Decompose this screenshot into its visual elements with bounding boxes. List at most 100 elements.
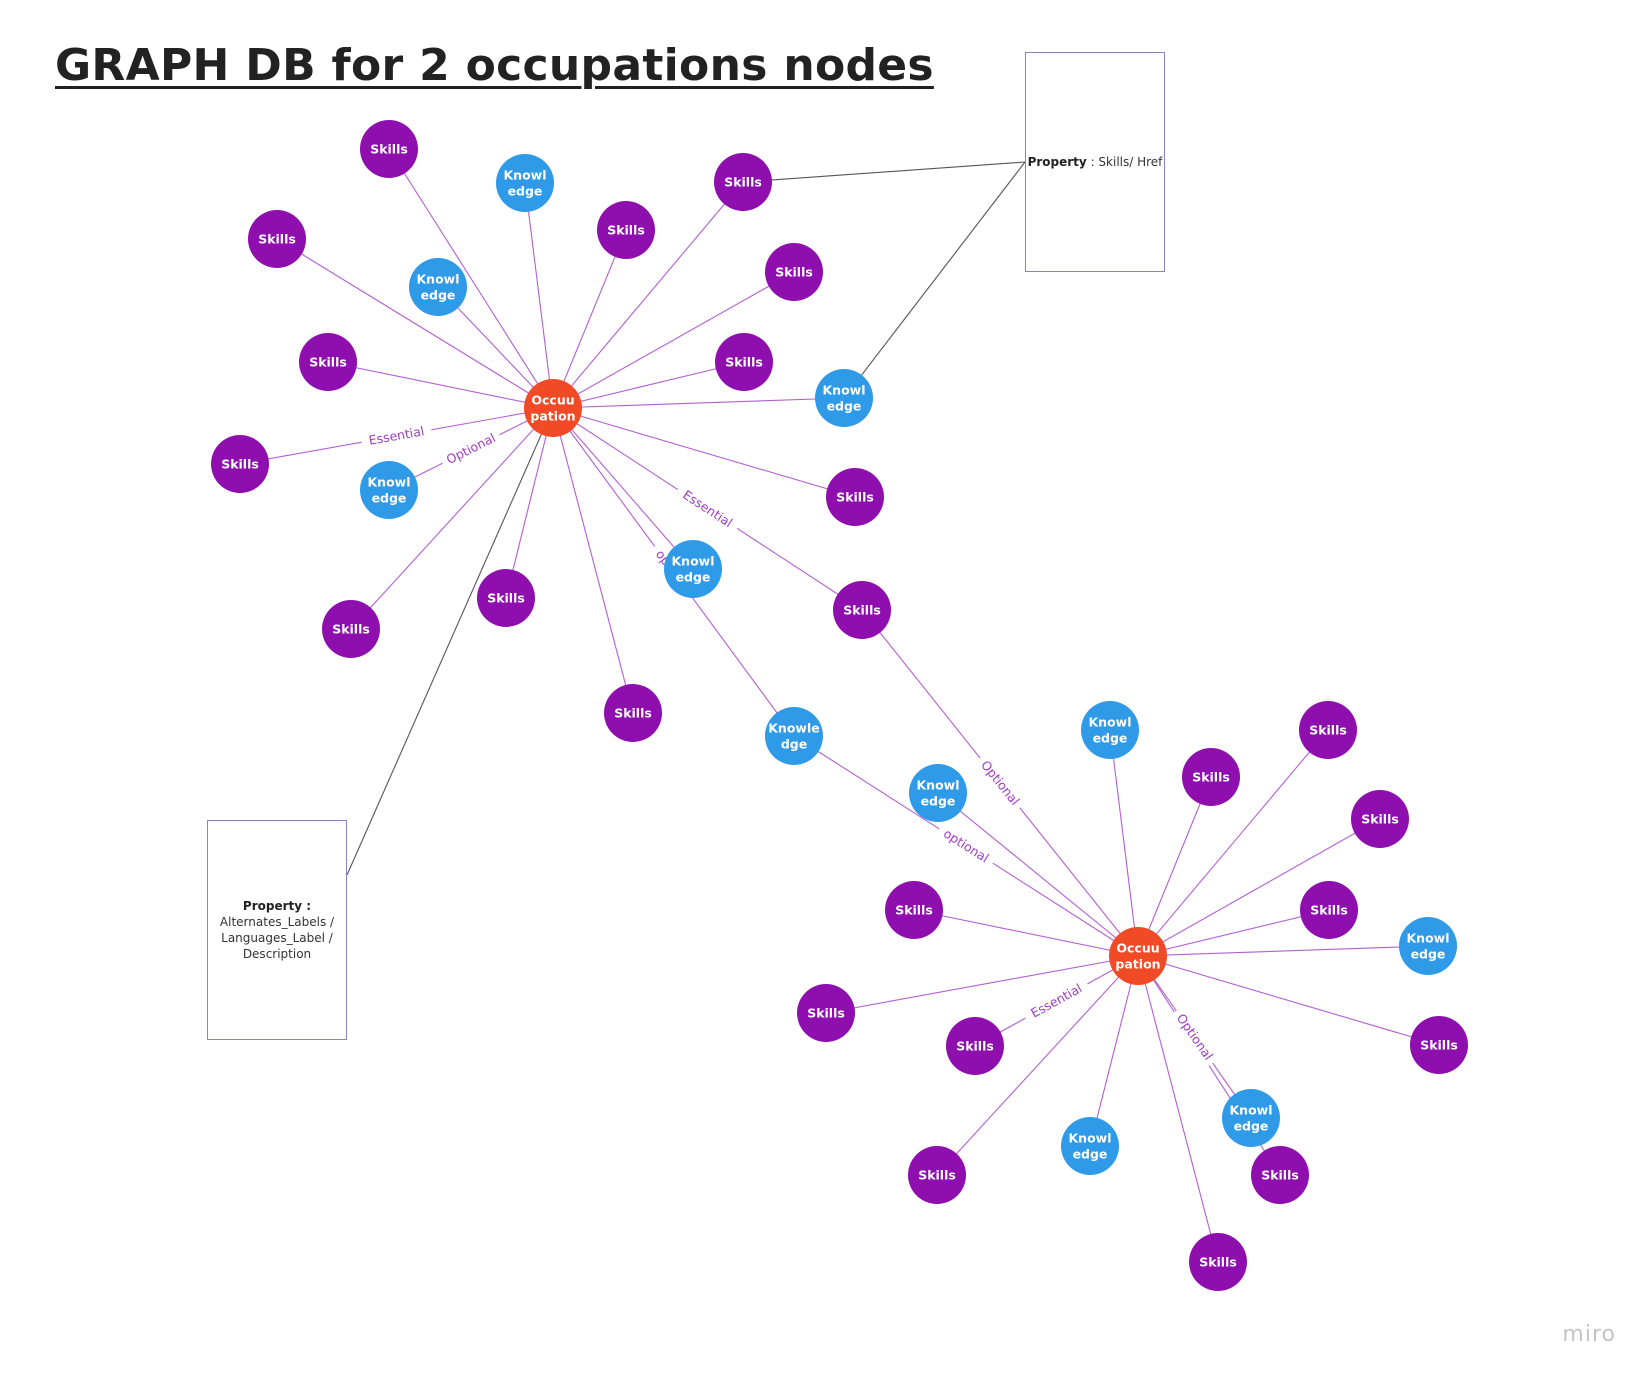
knowledge-node-label: edge xyxy=(676,570,711,585)
edge-occ2-s23[interactable] xyxy=(1137,955,1219,1263)
skills-node[interactable]: Skills xyxy=(1300,881,1358,939)
skills-node[interactable]: Skills xyxy=(908,1146,966,1204)
property-connector-labels[interactable] xyxy=(346,407,554,876)
skills-node[interactable]: Skills xyxy=(322,600,380,658)
occupation-node-circle xyxy=(524,379,582,437)
knowledge-node-label: Knowl xyxy=(367,475,410,490)
edge-occ2-s22[interactable] xyxy=(936,955,1139,1176)
edge-occ2-k7[interactable] xyxy=(1109,729,1139,957)
edge-occ2-s16[interactable] xyxy=(1137,776,1212,957)
occupation-node-circle xyxy=(1109,927,1167,985)
skills-node[interactable]: Skills xyxy=(477,569,535,627)
property-box-href-label: Property xyxy=(1027,155,1087,169)
skills-node[interactable]: Skills xyxy=(1351,790,1409,848)
knowledge-node-circle xyxy=(815,369,873,427)
skills-node[interactable]: Skills xyxy=(1299,701,1357,759)
edge-occ2-s15[interactable] xyxy=(825,955,1139,1014)
skills-node[interactable]: Skills xyxy=(211,435,269,493)
skills-node-label: Skills xyxy=(775,265,813,280)
property-box-labels[interactable]: Property : Alternates_Labels / Languages… xyxy=(207,820,347,1040)
skills-node-circle xyxy=(1410,1016,1468,1074)
skills-node[interactable]: Skills xyxy=(597,201,655,259)
edge-occ1-s3[interactable] xyxy=(552,181,744,409)
edge-occ1-k1[interactable] xyxy=(524,182,554,409)
skills-node-circle xyxy=(1351,790,1409,848)
skills-node[interactable]: Skills xyxy=(604,684,662,742)
edge-label: Essential xyxy=(1028,980,1084,1020)
skills-node-circle xyxy=(885,881,943,939)
edge-occ2-k6[interactable] xyxy=(937,792,1139,957)
skills-node[interactable]: Skills xyxy=(360,120,418,178)
knowledge-node-circle xyxy=(1399,917,1457,975)
edge-occ1-s2[interactable] xyxy=(276,238,554,409)
skills-node[interactable]: Skills xyxy=(1251,1146,1309,1204)
knowledge-node-circle xyxy=(1222,1089,1280,1147)
skills-node[interactable]: Skills xyxy=(299,333,357,391)
property-connector-href[interactable] xyxy=(843,161,1026,399)
edge-occ2-k10[interactable] xyxy=(1089,955,1139,1147)
skills-node[interactable]: Skills xyxy=(1189,1233,1247,1291)
occupation-node-label: pation xyxy=(1115,957,1160,972)
edge-occ1-k5[interactable] xyxy=(552,407,694,570)
edge-occ2-s17[interactable] xyxy=(1137,729,1329,957)
skills-node[interactable]: Skills xyxy=(715,333,773,391)
edge-occ1-s4[interactable] xyxy=(552,229,627,409)
skills-node[interactable]: Skills xyxy=(1410,1016,1468,1074)
skills-node[interactable]: Skills xyxy=(826,468,884,526)
property-connector-href[interactable] xyxy=(742,161,1026,183)
edge-occ2-s19[interactable] xyxy=(1137,909,1330,957)
skills-node-circle xyxy=(1300,881,1358,939)
skills-node[interactable]: Skills xyxy=(714,153,772,211)
skills-node[interactable]: Skills xyxy=(946,1017,1004,1075)
skills-node[interactable]: Skills xyxy=(797,984,855,1042)
edge-occ2-s21[interactable] xyxy=(1137,955,1440,1046)
edge-occ2-k8[interactable] xyxy=(1137,945,1429,957)
edge-occ1-s9[interactable] xyxy=(552,407,856,498)
edge-occ1-s8[interactable] xyxy=(552,361,745,409)
skills-node[interactable]: Skills xyxy=(885,881,943,939)
skills-node-label: Skills xyxy=(725,355,763,370)
edge-occ1-s11[interactable] xyxy=(505,407,554,599)
skills-node[interactable]: Skills xyxy=(248,210,306,268)
skills-node[interactable]: Skills xyxy=(833,581,891,639)
edge-occ1-s12[interactable] xyxy=(552,407,634,714)
knowledge-node-label: edge xyxy=(1093,731,1128,746)
edge-label-background xyxy=(973,753,1027,813)
edge-occ2-s14[interactable] xyxy=(913,909,1139,957)
edge-occ2-s18[interactable] xyxy=(1137,818,1381,957)
skills-node-label: Skills xyxy=(843,603,881,618)
knowledge-node-label: edge xyxy=(921,794,956,809)
knowledge-node-circle xyxy=(496,154,554,212)
skills-node-label: Skills xyxy=(895,903,933,918)
property-box-href[interactable]: Property : Skills/ Href xyxy=(1025,52,1165,272)
edge-label-background xyxy=(673,482,742,536)
skills-node[interactable]: Skills xyxy=(765,243,823,301)
skills-node-label: Skills xyxy=(807,1006,845,1021)
skills-node-label: Skills xyxy=(956,1039,994,1054)
edge-occ1-k4[interactable] xyxy=(552,397,845,409)
edge-occ1-s10[interactable] xyxy=(350,407,554,630)
property-box-labels-text: Property : Alternates_Labels / Languages… xyxy=(220,898,334,962)
edge-occ1-s1[interactable] xyxy=(388,148,554,409)
skills-node-circle xyxy=(833,581,891,639)
edge-label-group: Essential xyxy=(673,482,742,536)
edge-occ1-s5[interactable] xyxy=(552,271,795,409)
edge-occ1-s6[interactable] xyxy=(327,361,554,409)
skills-node[interactable]: Skills xyxy=(1182,748,1240,806)
edge-label-group: Optional xyxy=(973,753,1027,813)
